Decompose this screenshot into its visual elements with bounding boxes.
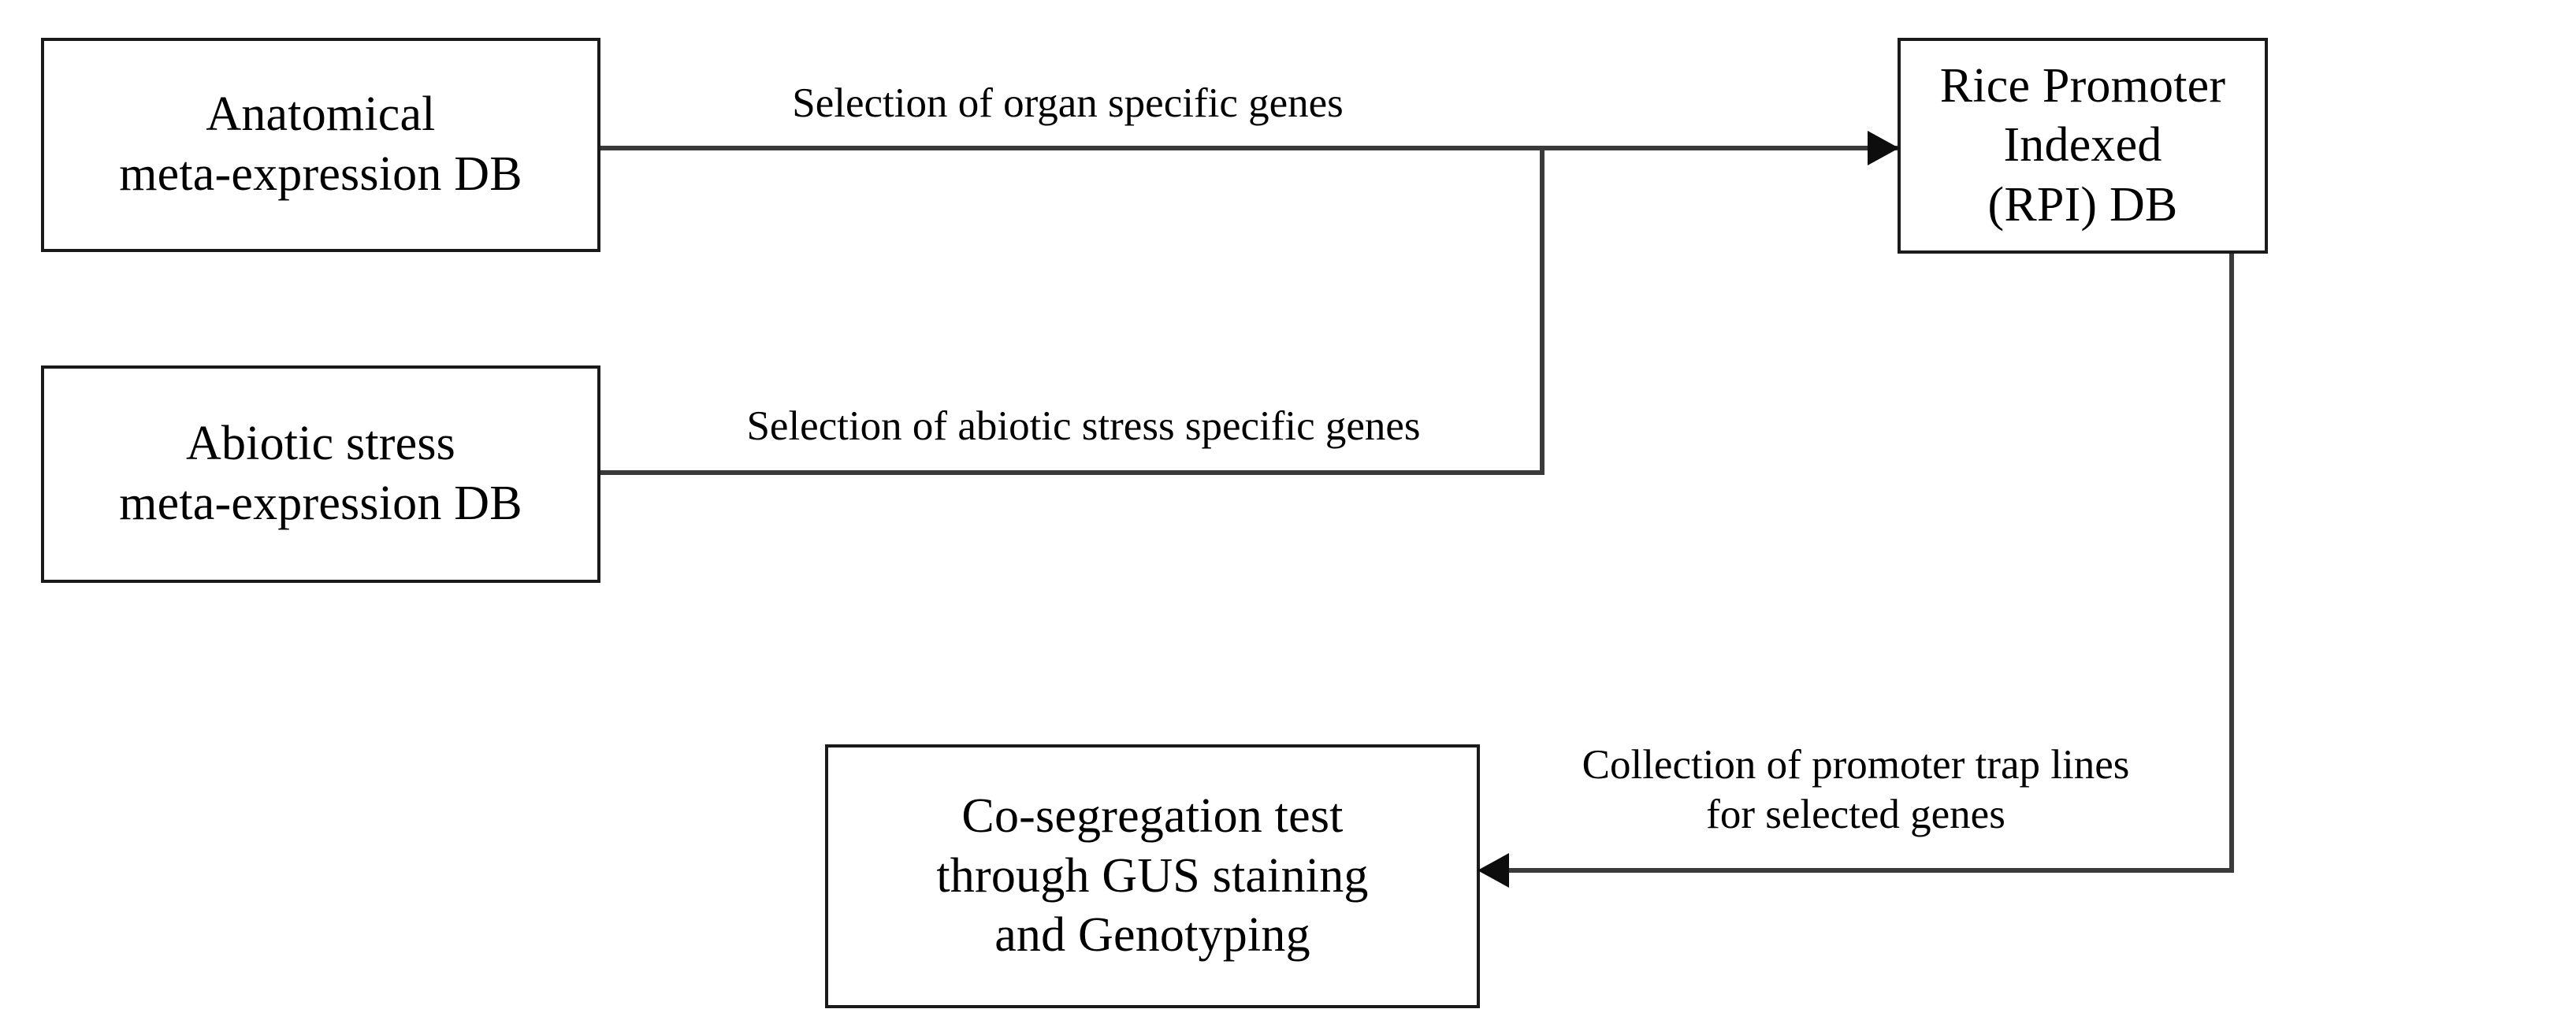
node-rpi-db[interactable]: Rice Promoter Indexed (RPI) DB [1898,38,2268,254]
edge-abiotic-genes-line [600,470,1544,475]
node-anatomical-db-label: Anatomical meta-expression DB [119,87,522,201]
node-anatomical-db[interactable]: Anatomical meta-expression DB [41,38,600,252]
node-cosegregation-test[interactable]: Co-segregation test through GUS staining… [825,744,1480,1008]
edge-abiotic-genes-riser [1540,146,1544,475]
edge-promoter-trap-lines-dropper [2229,250,2234,873]
edge-promoter-trap-lines-label: Collection of promoter trap lines for se… [1582,742,2130,837]
node-cosegregation-test-label: Co-segregation test through GUS staining… [936,789,1369,963]
edge-abiotic-genes-label: Selection of abiotic stress specific gen… [746,403,1421,449]
edge-promoter-trap-lines-line [1507,868,2232,873]
edge-promoter-trap-lines-arrowhead [1478,853,1509,888]
node-abiotic-db-label: Abiotic stress meta-expression DB [119,417,522,530]
node-rpi-db-label: Rice Promoter Indexed (RPI) DB [1939,58,2226,232]
edge-organ-genes-line [600,146,1912,150]
edge-organ-genes-arrowhead [1868,131,1899,165]
edge-organ-genes-label: Selection of organ specific genes [792,80,1344,126]
node-abiotic-db[interactable]: Abiotic stress meta-expression DB [41,365,600,583]
